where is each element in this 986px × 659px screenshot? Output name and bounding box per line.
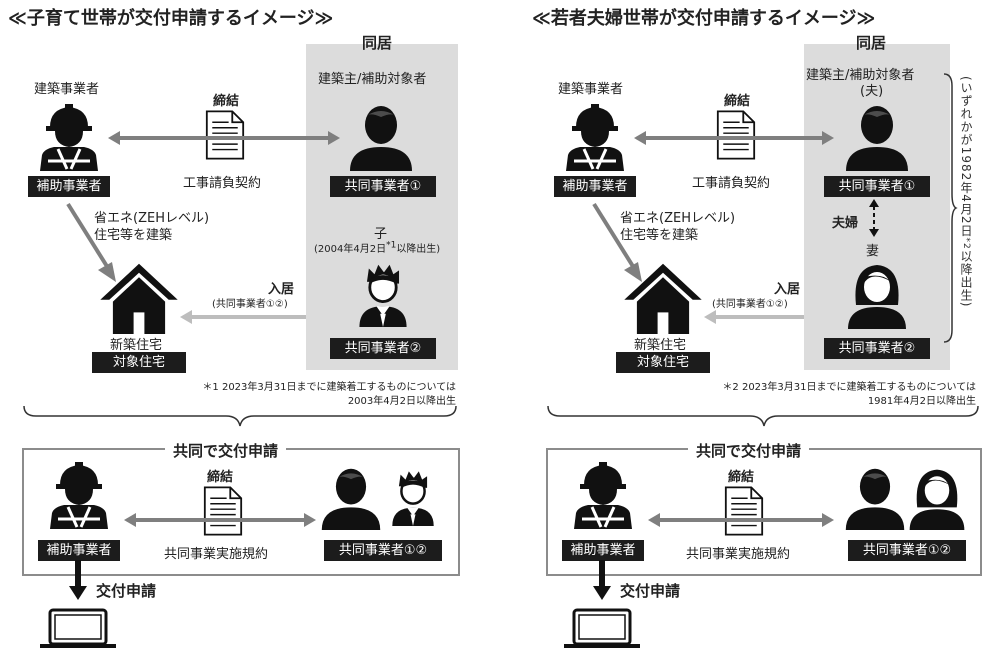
right-co2-badge: 共同事業者②: [824, 338, 930, 359]
left-joint-title: 共同で交付申請: [165, 440, 287, 461]
house-icon: [98, 262, 180, 334]
left-title: ≪子育て世帯が交付申請するイメージ≫: [8, 8, 334, 29]
document-icon: [724, 484, 764, 538]
woman-icon: [842, 258, 912, 330]
right-apply-arrow: [593, 560, 611, 600]
right-joint-title: 共同で交付申請: [688, 440, 810, 461]
right-contract-arrow: [634, 131, 834, 145]
left-co2-badge: 共同事業者②: [330, 338, 436, 359]
right-builder-badge: 補助事業者: [554, 176, 636, 197]
right-build-line1: 省エネ(ZEHレベル): [620, 211, 736, 226]
right-joint-arrow: [648, 513, 834, 527]
person-icon: [318, 462, 384, 532]
left-footnote2: 2003年4月2日以降出生: [347, 396, 456, 407]
left-child-note-end: 以降出生): [396, 244, 441, 255]
right-move-in-arrow: [704, 310, 804, 324]
worker-icon: [568, 458, 638, 530]
right-contract-head: 締結: [724, 94, 751, 109]
left-owner-badge: 共同事業者①: [330, 176, 436, 197]
left-joint-contract-head: 締結: [207, 470, 234, 485]
right-joint-contract-label: 共同事業実施規約: [686, 547, 791, 562]
left-brace: [23, 405, 457, 427]
right-joint-contract-head: 締結: [728, 470, 755, 485]
right-move-in-sub: (共同事業者①②): [712, 299, 788, 310]
right-owner-badge: 共同事業者①: [824, 176, 930, 197]
right-couple-label: 夫婦: [832, 216, 859, 231]
left-joint-co-badge: 共同事業者①②: [324, 540, 442, 561]
right-side-note-text: (いずれかが1982年4月2日: [959, 76, 973, 238]
left-contract-arrow: [108, 131, 340, 145]
person-icon: [346, 100, 416, 172]
left-builder-label: 建築事業者: [34, 82, 100, 97]
left-cohabit-label: 同居: [362, 34, 393, 52]
left-contract-label: 工事請負契約: [183, 176, 262, 191]
left-build-arrow: [66, 202, 116, 282]
right-brace: [547, 405, 979, 427]
right-house-badge: 対象住宅: [616, 352, 710, 373]
child-icon: [384, 462, 442, 532]
worker-icon: [560, 100, 630, 172]
document-icon: [203, 484, 243, 538]
left-joint-builder-badge: 補助事業者: [38, 540, 120, 561]
right-builder-label: 建築事業者: [558, 82, 624, 97]
right-contract-label: 工事請負契約: [692, 176, 771, 191]
house-icon: [622, 262, 704, 334]
left-joint-arrow: [124, 513, 316, 527]
left-house-badge: 対象住宅: [92, 352, 186, 373]
left-joint-contract-label: 共同事業実施規約: [164, 547, 269, 562]
left-child-note: (2004年4月2日*1以降出生): [314, 240, 440, 255]
right-side-note: (いずれかが1982年4月2日*2以降出生): [958, 76, 975, 307]
right-side-note-end: 以降出生): [959, 249, 973, 308]
right-build-arrow: [592, 202, 642, 282]
right-owner-label: 建築主/補助対象者: [806, 68, 915, 83]
right-wife-label: 妻: [866, 244, 880, 259]
person-icon: [842, 100, 912, 172]
left-move-in-sub: (共同事業者①②): [212, 299, 288, 310]
right-owner-sub: (夫): [860, 84, 884, 99]
laptop-icon: [562, 604, 642, 652]
right-side-brace: [943, 73, 958, 343]
person-icon: [842, 462, 908, 532]
left-apply-label: 交付申請: [96, 582, 157, 600]
child-icon: [350, 260, 416, 328]
worker-icon: [44, 458, 114, 530]
right-couple-arrow: [869, 199, 879, 237]
worker-icon: [34, 100, 104, 172]
left-child-label: 子: [374, 227, 388, 242]
left-apply-arrow: [69, 560, 87, 600]
laptop-icon: [38, 604, 118, 652]
right-move-in: 入居: [774, 282, 801, 297]
left-build-line2: 住宅等を建築: [94, 228, 173, 243]
right-joint-builder-badge: 補助事業者: [562, 540, 644, 561]
right-title: ≪若者夫婦世帯が交付申請するイメージ≫: [532, 8, 876, 29]
left-child-note-mark: *1: [386, 240, 397, 251]
left-builder-badge: 補助事業者: [28, 176, 110, 197]
right-footnote2: 1981年4月2日以降出生: [867, 396, 976, 407]
left-build-line1: 省エネ(ZEHレベル): [94, 211, 210, 226]
left-child-note-text: (2004年4月2日: [314, 244, 387, 255]
left-move-in-arrow: [180, 310, 306, 324]
right-side-note-mark: *2: [961, 237, 971, 250]
left-house-label: 新築住宅: [110, 338, 163, 353]
right-house-label: 新築住宅: [634, 338, 687, 353]
right-apply-label: 交付申請: [620, 582, 681, 600]
right-joint-co-badge: 共同事業者①②: [848, 540, 966, 561]
left-contract-head: 締結: [213, 94, 240, 109]
left-owner-label: 建築主/補助対象者: [318, 72, 427, 87]
left-footnote1: ＊1 2023年3月31日までに建築着工するものについては: [202, 382, 456, 393]
right-footnote1: ＊2 2023年3月31日までに建築着工するものについては: [722, 382, 976, 393]
woman-icon: [904, 462, 970, 532]
left-move-in: 入居: [268, 282, 295, 297]
right-build-line2: 住宅等を建築: [620, 228, 699, 243]
right-cohabit-label: 同居: [856, 34, 887, 52]
